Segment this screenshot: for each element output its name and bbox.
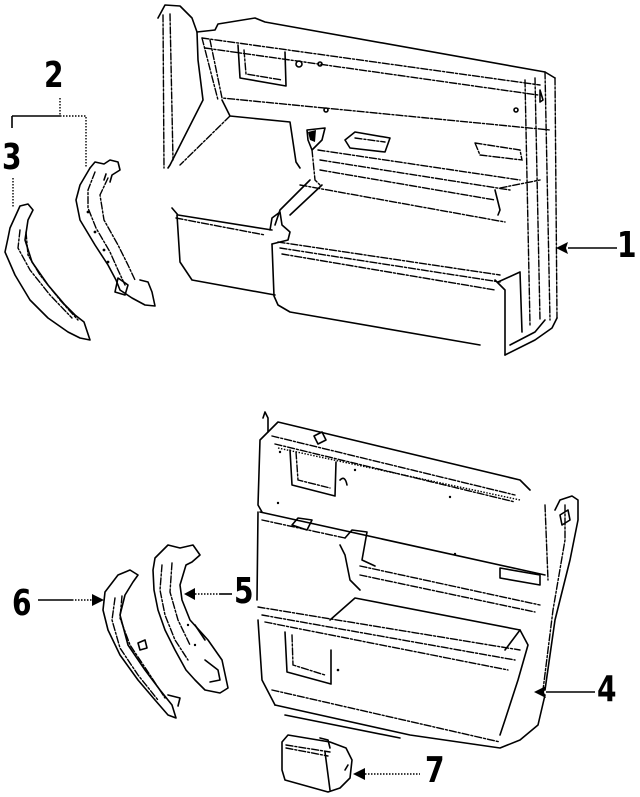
rear-pull-handle-cover bbox=[102, 569, 181, 719]
front-pull-handle-cover bbox=[4, 203, 91, 341]
leader-7 bbox=[353, 768, 420, 780]
callout-4: 4 bbox=[597, 669, 617, 710]
leader-6 bbox=[38, 594, 104, 606]
callout-7: 7 bbox=[425, 750, 445, 791]
leader-4 bbox=[534, 686, 595, 698]
rear-door-trim-panel bbox=[256, 411, 579, 749]
callout-2-3-bracket bbox=[11, 98, 87, 208]
callout-3: 3 bbox=[2, 137, 22, 178]
switch-bezel bbox=[281, 734, 353, 793]
callout-5: 5 bbox=[234, 571, 254, 612]
callout-6: 6 bbox=[12, 583, 32, 624]
callout-2: 2 bbox=[44, 55, 64, 96]
front-door-trim-panel bbox=[157, 4, 558, 356]
rear-pull-handle bbox=[152, 544, 229, 694]
leader-5 bbox=[184, 588, 232, 600]
leader-1 bbox=[556, 242, 617, 254]
front-pull-handle-assembly bbox=[75, 159, 156, 307]
callout-1: 1 bbox=[617, 225, 637, 266]
